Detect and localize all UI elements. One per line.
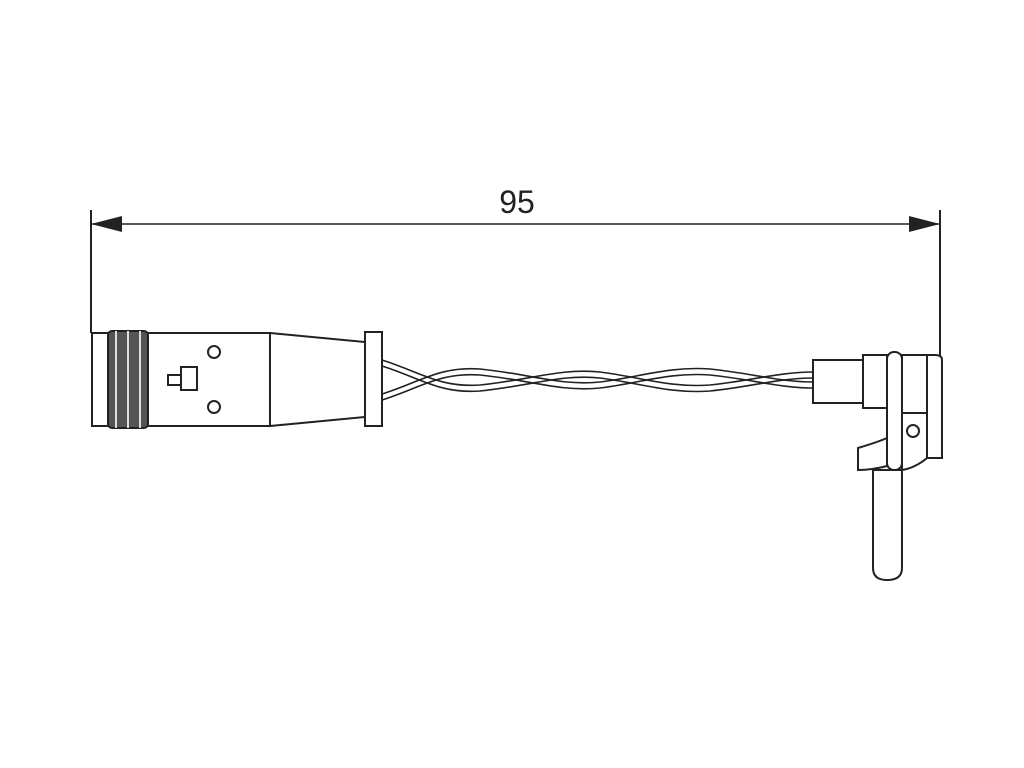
arrow-left-icon bbox=[91, 216, 122, 232]
hook bbox=[857, 436, 888, 472]
flange bbox=[364, 331, 383, 427]
plug-connector bbox=[91, 330, 383, 429]
sensor-head bbox=[812, 351, 943, 582]
dimension-label: 95 bbox=[499, 184, 535, 220]
probe bbox=[872, 469, 903, 582]
arrow-right-icon bbox=[909, 216, 940, 232]
dimension-line bbox=[90, 210, 941, 358]
wires bbox=[381, 359, 814, 401]
